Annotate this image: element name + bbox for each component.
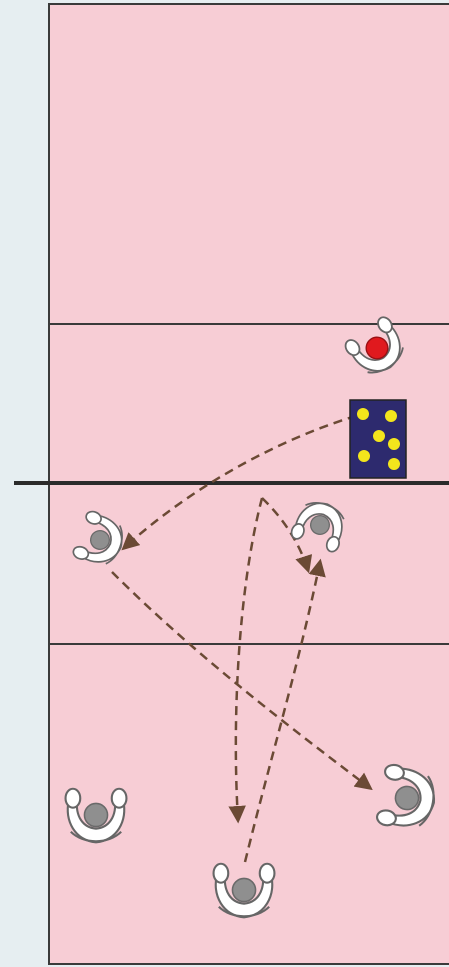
ball-icon [358, 450, 370, 462]
ball-icon [357, 408, 369, 420]
ball-icon [373, 430, 385, 442]
ball-icon [388, 438, 400, 450]
ball-icon [388, 458, 400, 470]
ball-cart-icon [350, 400, 406, 478]
ball-icon [385, 410, 397, 422]
